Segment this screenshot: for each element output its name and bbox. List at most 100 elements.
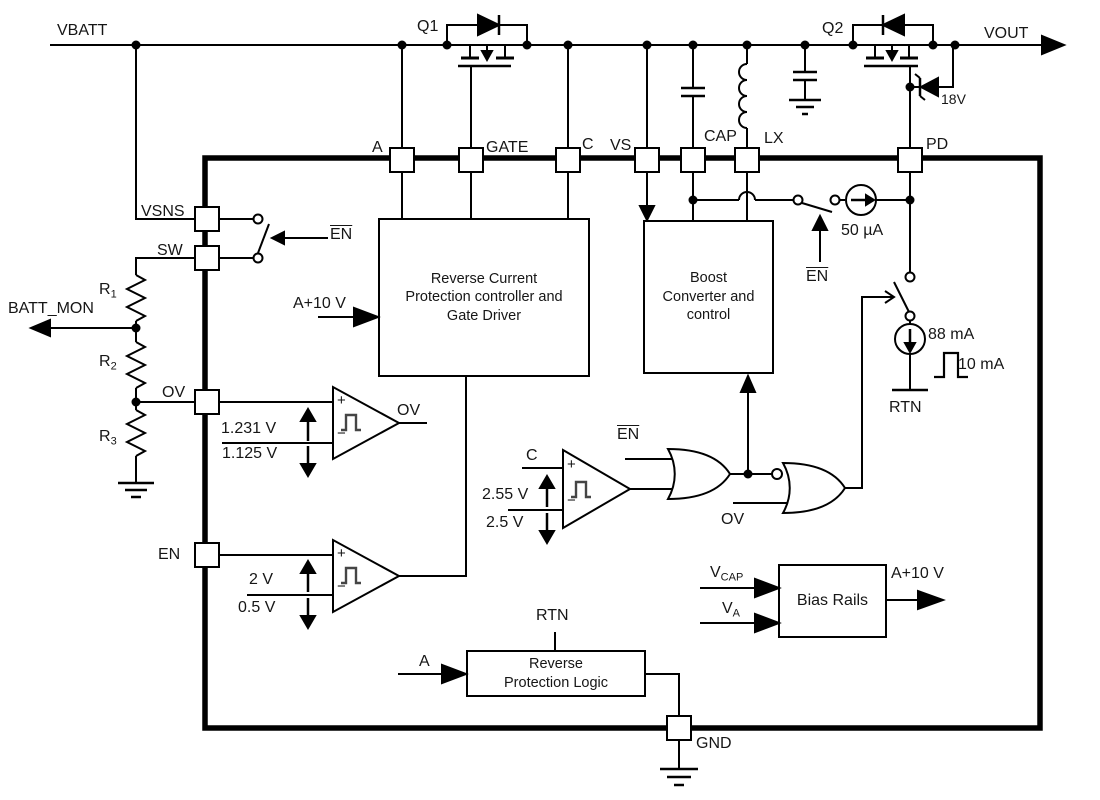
vsns-branch	[135, 45, 195, 220]
resistor-r3-label: R3	[99, 428, 117, 448]
q2-label: Q2	[822, 20, 844, 37]
rpl-wiring	[398, 632, 698, 787]
q1-label: Q1	[417, 18, 439, 35]
ov-comp-plus: +	[337, 392, 346, 409]
pin-gnd-label: GND	[696, 735, 732, 752]
bias-va-label: VA	[722, 600, 741, 620]
bias-rails-title: Bias Rails	[796, 591, 869, 609]
ov-comp-rising: 1.231 V	[221, 420, 277, 437]
q2-mosfet	[852, 13, 934, 87]
boost-block: Boost Converter and control	[644, 221, 773, 373]
pullup-50ua-branch	[693, 184, 910, 262]
pulse-waveform-icon	[934, 351, 968, 379]
ic-boundary	[202, 155, 1043, 731]
c-comp-falling: 2.5 V	[486, 514, 524, 531]
bias-output-label: A+10 V	[891, 565, 944, 582]
pin-c-square	[555, 147, 581, 173]
boost-inductor-icon	[738, 45, 748, 148]
ov-comp-minus: −	[337, 425, 346, 442]
en-comp-rising: 2 V	[249, 571, 274, 588]
pin-c-label: C	[582, 136, 594, 153]
q2-body-diode-icon	[880, 13, 905, 37]
inverter-bubble-icon	[771, 468, 783, 480]
q1-body-diode-icon	[477, 13, 502, 37]
zener-voltage-label: 18V	[941, 91, 966, 107]
vsns-sw-switch-icon	[217, 213, 328, 264]
vout-label: VOUT	[984, 25, 1029, 42]
resistor-r2-label: R2	[99, 353, 117, 373]
rcp-line1: Reverse Current	[430, 270, 538, 287]
pin-ov-square	[194, 389, 220, 415]
switch-blade	[893, 281, 910, 313]
c-comp-rising: 2.55 V	[482, 486, 529, 503]
switch-control-arrowhead	[884, 290, 896, 304]
pin-vsns-square	[194, 206, 220, 232]
sink-current-label: 88 mA	[928, 326, 975, 343]
hysteresis-icon	[341, 566, 361, 585]
boost-block-outline	[643, 220, 774, 374]
comparator-triangle-icon	[332, 385, 402, 461]
pin-lx-square	[734, 147, 760, 173]
pin-a-label: A	[372, 139, 383, 156]
zener-diode-18v	[910, 45, 954, 101]
vbatt-rail	[50, 34, 1067, 56]
pulse-current-label: 10 mA	[958, 356, 1005, 373]
pin-sw-square	[194, 245, 220, 271]
nor-gate-icon	[733, 373, 847, 515]
resistor-r1-label: R1	[99, 281, 117, 301]
switch-blade	[801, 202, 833, 213]
c-comp-plus: +	[567, 456, 576, 473]
or-gate-en-label: EN	[617, 426, 640, 443]
cap-capacitor-icon	[681, 45, 705, 148]
pin-vs-square	[634, 147, 660, 173]
rcp-line2: Protection controller and	[405, 289, 563, 306]
pin-gate-label: GATE	[486, 139, 529, 156]
pin-pd-label: PD	[926, 136, 949, 153]
comparator-triangle-icon	[562, 448, 632, 530]
en-switch-arrowhead	[269, 230, 285, 246]
boost-line1: Boost	[689, 270, 728, 287]
rtn-reference-label: RTN	[889, 399, 922, 416]
resistor-r2-icon	[124, 341, 148, 389]
hysteresis-icon	[571, 480, 591, 499]
wire-hop-icon	[738, 191, 756, 201]
c-comparator	[508, 448, 672, 545]
or-gate-icon	[625, 447, 772, 501]
c-comp-minus: −	[567, 492, 576, 509]
boost-line2: Converter and	[662, 288, 755, 305]
en-bar-switch-label: EN	[330, 226, 353, 243]
pin-gnd-square	[666, 715, 692, 741]
ov-comparator	[217, 385, 427, 478]
ic-pins	[194, 147, 923, 741]
boost-control-arrowhead	[739, 373, 757, 393]
bias-vcap-label: VCAP	[710, 564, 744, 584]
vbatt-label: VBATT	[57, 22, 108, 39]
en-bar-pullup-label: EN	[806, 268, 829, 285]
hysteresis-icon	[341, 413, 361, 432]
rcp-input-arrow	[318, 306, 381, 328]
resistor-r3-icon	[124, 409, 148, 457]
nor-gate-ov-label: OV	[721, 511, 745, 528]
pin-ov-label: OV	[162, 384, 186, 401]
en-comp-plus: +	[337, 545, 346, 562]
vs-arrowhead	[638, 205, 656, 223]
pin-cap-square	[680, 147, 706, 173]
boost-line3: control	[686, 307, 731, 324]
bias-rails-arrows	[700, 577, 946, 634]
rpl-input-label: A	[419, 653, 430, 670]
output-capacitor-icon	[789, 45, 821, 116]
pin-en-square	[194, 542, 220, 568]
vout-arrowhead	[1041, 34, 1067, 56]
resistor-r1-icon	[124, 274, 148, 322]
comparator-triangle-icon	[332, 538, 402, 614]
rpl-line1: Reverse	[529, 656, 583, 672]
junction-dots	[131, 40, 960, 479]
rcp-block-outline	[378, 218, 590, 377]
en-comparator	[217, 376, 467, 630]
pin-sw-label: SW	[157, 242, 183, 259]
en-comp-minus: −	[337, 578, 346, 595]
en-comp-falling: 0.5 V	[238, 599, 276, 616]
resistor-divider	[28, 257, 217, 499]
